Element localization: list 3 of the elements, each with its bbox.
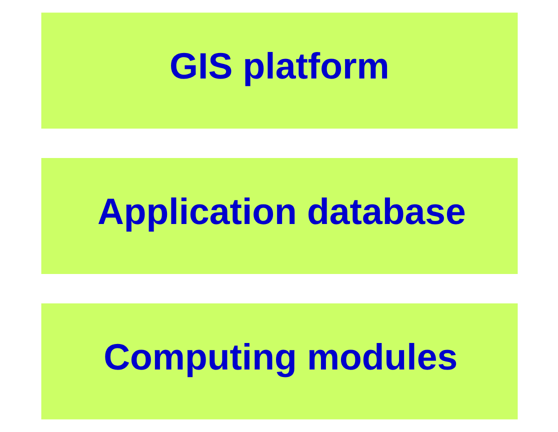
node-box: GIS platform	[40, 12, 518, 129]
node-box: Computing modules	[40, 303, 518, 420]
node-box: Application database	[40, 158, 518, 274]
